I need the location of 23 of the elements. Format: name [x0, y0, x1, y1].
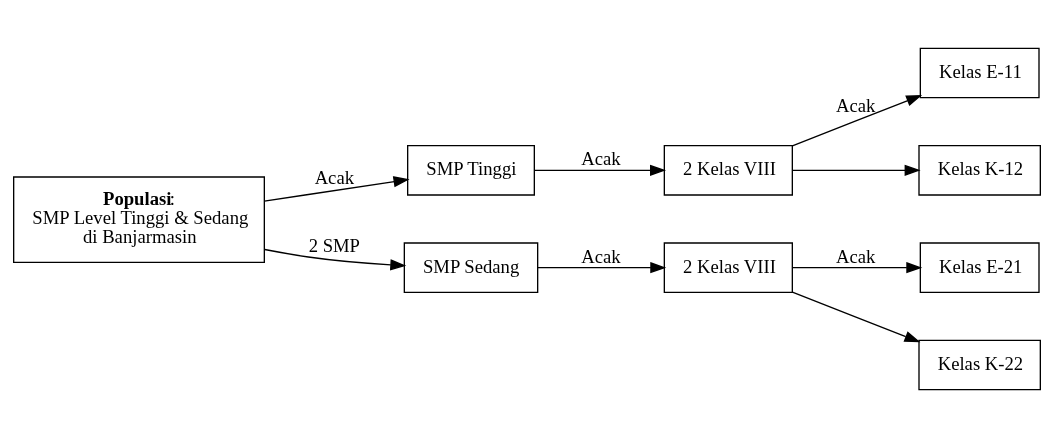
- node-box: SMP Sedang: [403, 241, 539, 293]
- arrow: [791, 94, 923, 146]
- arrow: [533, 164, 667, 176]
- node-box: Kelas K-22: [918, 339, 1041, 390]
- node-box: SMP Tinggi: [407, 144, 535, 196]
- edge-label: 2 SMP: [308, 234, 361, 256]
- arrow: [537, 261, 667, 273]
- edge-label: Acak: [835, 94, 876, 116]
- arrow: [791, 164, 921, 176]
- arrow: [263, 175, 410, 202]
- edge-label: Acak: [581, 245, 621, 267]
- node-box: 2 Kelas VIII: [663, 144, 793, 196]
- node-box: Kelas K-12: [918, 144, 1041, 196]
- edge-label: Acak: [581, 147, 621, 169]
- edge-label: Acak: [835, 245, 876, 267]
- node-box: 2 Kelas VIII: [663, 241, 793, 293]
- edge-label: Acak: [314, 166, 355, 188]
- node-box: Populasi: SMP Level Tinggi & Sedang di Banjarmasin: [13, 175, 265, 263]
- node-box: Kelas E-21: [919, 241, 1040, 293]
- arrow: [264, 248, 407, 270]
- arrow: [791, 261, 923, 273]
- arrow: [791, 291, 921, 342]
- node-box: Kelas E-11: [919, 47, 1040, 98]
